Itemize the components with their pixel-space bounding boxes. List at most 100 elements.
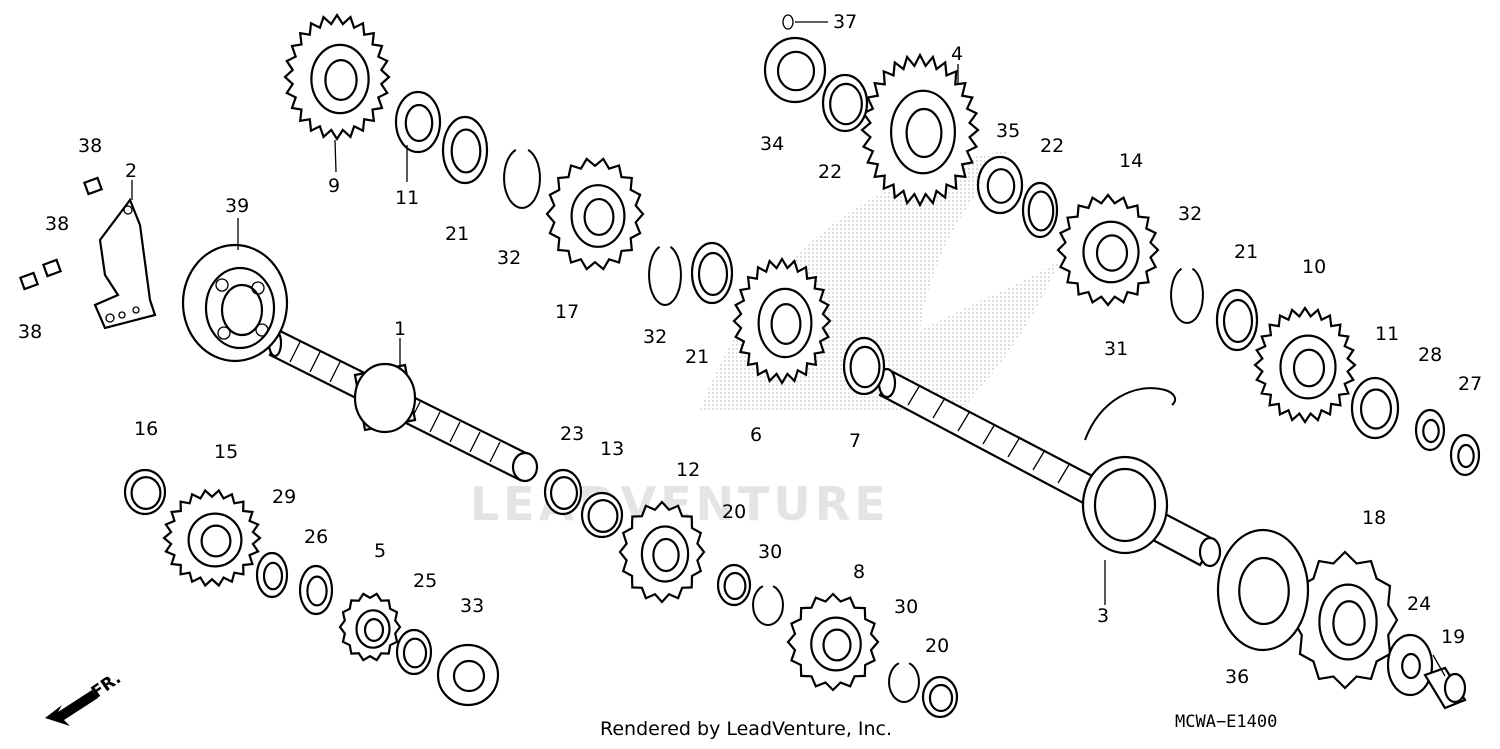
part-splined-washer-21	[690, 241, 734, 305]
rendered-by-credit: Rendered by LeadVenture, Inc.	[600, 718, 893, 740]
part-oring-37	[782, 14, 794, 30]
part-washer-22	[1021, 181, 1059, 239]
callout-labels: 9 11 21 32 17 32 21 6 7 39 2 38 38 38 1 …	[18, 11, 1482, 688]
part-gear-15	[162, 488, 262, 588]
part-bearing-39	[181, 243, 289, 363]
callout-11: 11	[1375, 323, 1399, 345]
part-circlip-32	[648, 246, 682, 307]
part-bushing-13	[580, 491, 624, 539]
part-needle-bearing-11	[1350, 376, 1400, 440]
part-countershaft	[877, 367, 1222, 568]
part-sprocket-18	[1291, 550, 1399, 690]
part-splined-washer-20	[716, 563, 752, 607]
part-gear-14	[1056, 193, 1160, 307]
callout-35: 35	[996, 120, 1020, 142]
callout-38: 38	[18, 321, 42, 343]
callout-39: 39	[225, 195, 249, 217]
part-gear-10	[1253, 306, 1357, 424]
part-circlip-30	[752, 585, 784, 627]
part-gear-5	[338, 592, 402, 662]
callout-17: 17	[555, 301, 579, 323]
callout-26: 26	[304, 526, 328, 548]
part-gear-9	[283, 12, 391, 142]
callout-21: 21	[1234, 241, 1258, 263]
callout-21: 21	[685, 346, 709, 368]
callout-24: 24	[1407, 593, 1431, 615]
leader-lines	[131, 21, 1446, 677]
callout-12: 12	[676, 459, 700, 481]
callout-8: 8	[853, 561, 865, 583]
callout-32: 32	[1178, 203, 1202, 225]
callout-3: 3	[1097, 605, 1109, 627]
callout-36: 36	[1225, 666, 1249, 688]
part-circlip-32	[1170, 267, 1204, 325]
callout-29: 29	[272, 486, 296, 508]
part-gear-17	[545, 157, 645, 271]
part-lock-washer-26	[298, 564, 334, 616]
callout-11: 11	[395, 187, 419, 209]
part-oil-seal-36	[1216, 528, 1310, 652]
callout-5: 5	[374, 540, 386, 562]
callout-34: 34	[760, 133, 784, 155]
callout-37: 37	[833, 11, 857, 33]
part-needle-bearing-35	[976, 155, 1024, 215]
callout-38: 38	[45, 213, 69, 235]
callout-18: 18	[1362, 507, 1386, 529]
callout-28: 28	[1418, 344, 1442, 366]
callout-9: 9	[328, 175, 340, 197]
part-gear-12	[618, 500, 706, 604]
diagram-code: MCWA−E1400	[1175, 712, 1278, 732]
callout-21: 21	[445, 223, 469, 245]
callout-13: 13	[600, 438, 624, 460]
part-lock-washer-29	[255, 551, 289, 599]
part-gear-8	[786, 592, 880, 692]
part-bracket-2	[93, 197, 157, 330]
callout-30: 30	[894, 596, 918, 618]
part-bushing-7	[842, 336, 886, 396]
callout-1: 1	[394, 318, 406, 340]
callout-32: 32	[497, 247, 521, 269]
part-circlip-31	[1084, 387, 1177, 441]
ring-group	[123, 36, 1481, 719]
part-bearing-33	[436, 643, 500, 707]
part-splined-washer-21	[1215, 288, 1259, 352]
callout-27: 27	[1458, 373, 1482, 395]
callout-20: 20	[722, 501, 746, 523]
part-splined-washer-21	[441, 115, 489, 185]
part-bolts-38	[18, 176, 104, 291]
part-circlip-30	[888, 662, 920, 704]
callout-16: 16	[134, 418, 158, 440]
part-needle-bearing-16	[123, 468, 167, 516]
part-washer-24	[1386, 633, 1434, 697]
part-gear-6	[732, 256, 832, 386]
part-washer-22	[821, 73, 869, 133]
callout-15: 15	[214, 441, 238, 463]
callout-20: 20	[925, 635, 949, 657]
gear-group	[162, 12, 1399, 692]
callout-22: 22	[1040, 135, 1064, 157]
part-mainshaft	[267, 328, 539, 483]
part-circlip-32	[503, 149, 541, 210]
callout-14: 14	[1119, 150, 1143, 172]
callout-6: 6	[750, 424, 762, 446]
callout-38: 38	[78, 135, 102, 157]
callout-4: 4	[951, 43, 963, 65]
front-arrow-icon: FR.	[45, 668, 125, 726]
part-splined-washer-20	[921, 675, 959, 719]
callout-31: 31	[1104, 338, 1128, 360]
part-needle-bearing-11	[394, 90, 442, 154]
callout-7: 7	[849, 430, 861, 452]
callout-33: 33	[460, 595, 484, 617]
callout-19: 19	[1441, 626, 1465, 648]
callout-2: 2	[125, 160, 137, 182]
callout-32: 32	[643, 326, 667, 348]
callout-30: 30	[758, 541, 782, 563]
part-washer-23	[543, 468, 583, 516]
part-collar-34	[763, 36, 827, 104]
callout-23: 23	[560, 423, 584, 445]
part-lock-washer-28	[1414, 408, 1446, 452]
part-lock-washer-27	[1449, 433, 1481, 477]
callout-25: 25	[413, 570, 437, 592]
